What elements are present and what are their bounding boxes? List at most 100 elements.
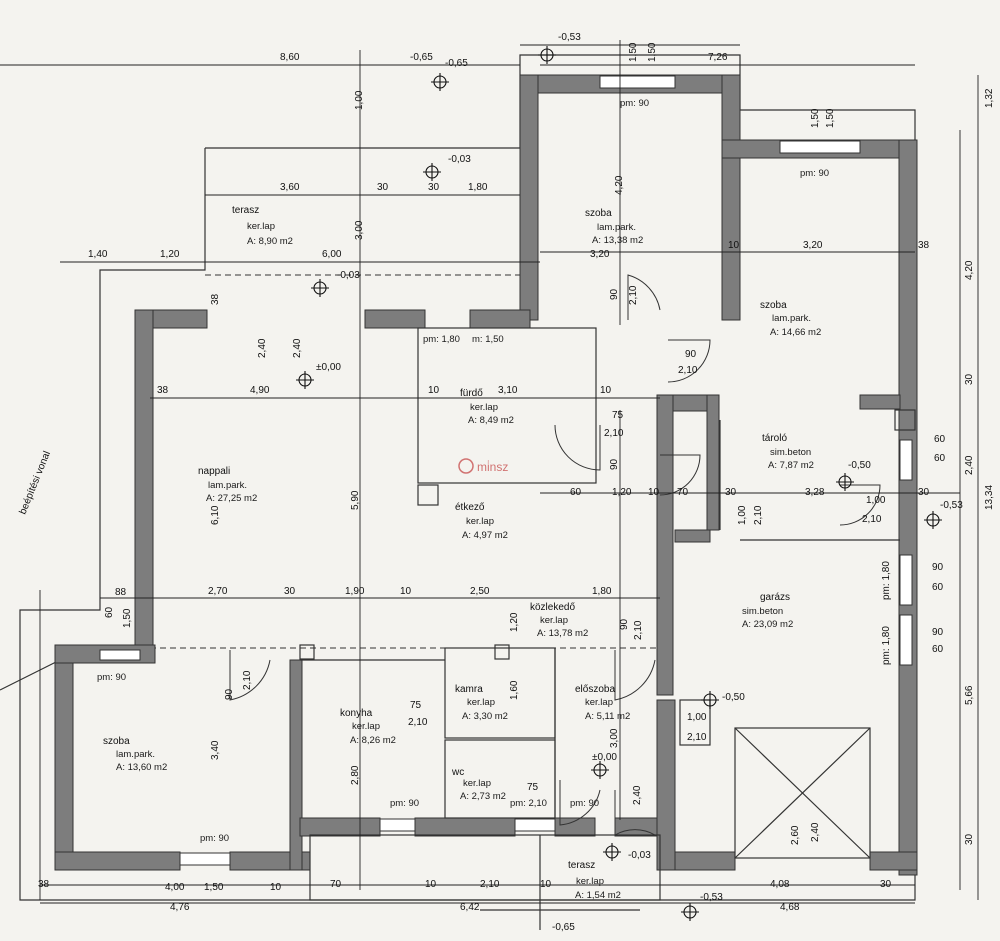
room-name: terasz xyxy=(568,860,595,871)
room-floor: ker.lap xyxy=(352,721,380,732)
room-area: A: 13,38 m2 xyxy=(592,235,643,246)
dim-value: 10 xyxy=(728,240,740,251)
level-icon xyxy=(296,371,314,389)
dim-value: 1,80 xyxy=(468,182,488,193)
room-name: szoba xyxy=(585,208,612,219)
opening-value: 90 xyxy=(932,627,944,638)
level-value: -0,65 xyxy=(552,922,575,933)
opening-value: 2,60 xyxy=(790,825,801,845)
dim-value: 30 xyxy=(284,586,296,597)
level-value: -0,03 xyxy=(448,154,471,165)
dim-value: 60 xyxy=(570,487,582,498)
room-name: fürdő xyxy=(460,388,483,399)
parapet-label: pm: 90 xyxy=(800,168,829,179)
room-label-nappali: nappali lam.park. A: 27,25 m2 xyxy=(198,466,257,504)
opening-value: 2,40 xyxy=(292,338,303,358)
room-label-kozlekedo: közlekedő ker.lap A: 13,78 m2 xyxy=(530,602,588,639)
horizontal-dimensions: 8,60 -0,65 7,26 3,60 30 30 1,80 1,40 1,2… xyxy=(38,52,930,913)
room-area: A: 7,87 m2 xyxy=(768,460,814,471)
dim-value: 38 xyxy=(918,240,930,251)
room-label-kamra: kamra ker.lap A: 3,30 m2 xyxy=(455,684,508,722)
room-label-szoba1: szoba lam.park. A: 13,38 m2 xyxy=(585,208,643,246)
parapet-label: m: 1,50 xyxy=(472,334,504,345)
room-name: wc xyxy=(451,767,464,778)
dim-value: 3,10 xyxy=(498,385,518,396)
opening-value: 2,40 xyxy=(257,338,268,358)
dimension-lines xyxy=(0,40,979,904)
dim-value: 2,70 xyxy=(208,586,228,597)
dim-value: 6,10 xyxy=(210,505,221,525)
room-label-etkezo: étkező ker.lap A: 4,97 m2 xyxy=(455,502,508,541)
plot-outline xyxy=(0,54,916,901)
room-name: konyha xyxy=(340,708,373,719)
dim-value: 30 xyxy=(964,833,975,845)
parapet-label: pm: 90 xyxy=(570,798,599,809)
room-label-wc: wc ker.lap A: 2,73 m2 xyxy=(451,767,506,802)
dim-value: 10 xyxy=(428,385,440,396)
room-floor: ker.lap xyxy=(585,697,613,708)
dim-value: 2,10 xyxy=(480,879,500,890)
dim-value: 2,40 xyxy=(964,455,975,475)
opening-value: 60 xyxy=(932,582,944,593)
room-name: közlekedő xyxy=(530,602,575,613)
dim-value: 1,50 xyxy=(204,882,224,893)
watermark-logo-icon xyxy=(458,458,474,474)
opening-value: 1,20 xyxy=(509,612,520,632)
dim-value: 5,90 xyxy=(350,490,361,510)
room-name: előszoba xyxy=(575,684,615,695)
room-floor: lam.park. xyxy=(208,480,247,491)
level-icon xyxy=(836,473,854,491)
dim-value: 1,20 xyxy=(160,249,180,260)
opening-value: 60 xyxy=(934,453,946,464)
dim-value: 5,66 xyxy=(964,685,975,705)
dim-value: 4,20 xyxy=(614,175,625,195)
dim-value: 38 xyxy=(38,879,50,890)
room-floor: ker.lap xyxy=(470,402,498,413)
dim-value: 70 xyxy=(330,879,342,890)
opening-value: 90 xyxy=(609,458,620,470)
dim-value: 2,50 xyxy=(470,586,490,597)
room-area: A: 2,73 m2 xyxy=(460,791,506,802)
opening-value: 2,10 xyxy=(408,717,428,728)
opening-value: 1,00 xyxy=(866,495,886,506)
opening-value: 1,60 xyxy=(509,680,520,700)
opening-value: 60 xyxy=(934,434,946,445)
opening-value: 2,40 xyxy=(632,785,643,805)
dim-value: 1,20 xyxy=(612,487,632,498)
room-label-furdo: fürdő ker.lap A: 8,49 m2 xyxy=(460,388,514,426)
level-icon xyxy=(423,163,441,181)
parapet-label: pm: 1,80 xyxy=(881,626,892,665)
dim-value: 1,50 xyxy=(628,42,639,62)
vertical-dimensions: 1,32 4,20 30 2,40 13,34 5,66 30 6,10 5,9… xyxy=(210,42,995,845)
room-name: terasz xyxy=(232,205,259,216)
level-icon xyxy=(701,691,719,709)
room-floor: ker.lap xyxy=(467,697,495,708)
dim-value: 88 xyxy=(115,587,127,598)
boundary-label: beépítési vonal xyxy=(18,450,53,517)
dim-value: -0,53 xyxy=(700,892,723,903)
level-icon xyxy=(591,761,609,779)
level-icon xyxy=(681,903,699,921)
dim-value: 7,26 xyxy=(708,52,728,63)
dim-value: 3,40 xyxy=(210,740,221,760)
level-value: -0,50 xyxy=(722,692,745,703)
dim-value: 4,00 xyxy=(165,882,185,893)
opening-dimensions: 90 2,10 75 2,10 1,00 2,10 2,40 90 2,10 7… xyxy=(104,293,946,845)
opening-value: 2,40 xyxy=(810,822,821,842)
room-area: A: 8,90 m2 xyxy=(247,236,293,247)
room-name: kamra xyxy=(455,684,483,695)
dim-value: 4,76 xyxy=(170,902,190,913)
level-value: -0,03 xyxy=(628,850,651,861)
opening-value: 60 xyxy=(104,606,115,618)
room-floor: lam.park. xyxy=(597,222,636,233)
dim-value: 6,42 xyxy=(460,902,480,913)
dim-value: 2,10 xyxy=(628,285,639,305)
parapet-label: pm: 90 xyxy=(200,833,229,844)
dim-value: -0,65 xyxy=(410,52,433,63)
opening-value: 2,10 xyxy=(687,732,707,743)
dim-value: 2,10 xyxy=(753,505,764,525)
room-floor: sim.beton xyxy=(770,447,811,458)
opening-value: 90 xyxy=(685,349,697,360)
dim-value: 3,20 xyxy=(590,249,610,260)
level-icon xyxy=(603,843,621,861)
